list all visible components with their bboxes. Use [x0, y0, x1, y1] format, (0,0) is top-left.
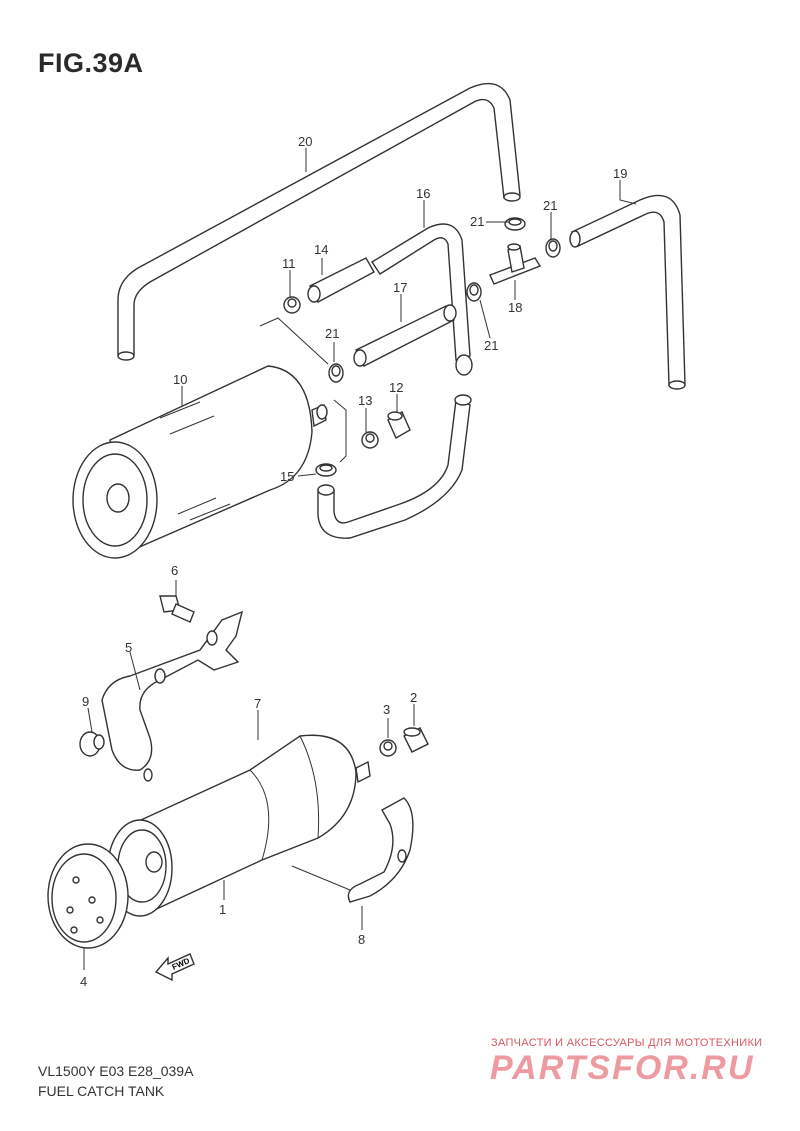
callout-12: 12 [389, 380, 403, 395]
clamp-21-left [328, 363, 344, 383]
clamp-15 [315, 463, 337, 477]
figure-title: FIG.39A [38, 48, 144, 78]
callout-11: 11 [282, 256, 296, 271]
callout-13: 13 [358, 393, 372, 408]
callout-1: 1 [219, 902, 226, 917]
callout-9: 9 [82, 694, 89, 709]
fitting-12 [387, 411, 411, 439]
hose-14 [307, 257, 375, 303]
callout-21-top: 21 [470, 214, 484, 229]
callout-8: 8 [358, 932, 365, 947]
callout-21-mid: 21 [484, 338, 498, 353]
callout-21-left: 21 [325, 326, 339, 341]
callout-20: 20 [298, 134, 312, 149]
callout-10: 10 [173, 372, 187, 387]
clamp-11 [283, 296, 301, 314]
callout-14: 14 [314, 242, 328, 257]
leader-lines [83, 148, 637, 970]
watermark-tagline: ЗАПЧАСТИ И АКСЕССУАРЫ ДЛЯ МОТОТЕХНИКИ [491, 1037, 763, 1049]
bracket-5 [101, 610, 244, 782]
callout-15: 15 [280, 469, 294, 484]
t-joint-18 [489, 243, 542, 285]
canister-1 [107, 734, 371, 917]
clamp-21-right [545, 238, 561, 258]
callout-16: 16 [416, 186, 430, 201]
fitting-2 [403, 727, 429, 753]
callout-labels: 20 19 16 21 21 14 11 17 18 21 21 10 12 1… [80, 134, 627, 989]
hose-15-assembly [317, 394, 472, 539]
model-code: VL1500Y E03 E28_039A [38, 1063, 194, 1079]
callout-3: 3 [383, 702, 390, 717]
hose-19 [569, 194, 686, 390]
callout-2: 2 [410, 690, 417, 705]
fwd-arrow-icon: FWD [154, 953, 195, 982]
callout-6: 6 [171, 563, 178, 578]
hose-20 [117, 82, 521, 361]
bolt-6 [159, 595, 195, 623]
callout-21-right: 21 [543, 198, 557, 213]
callout-7: 7 [254, 696, 261, 711]
callout-19: 19 [613, 166, 627, 181]
grommet-9 [79, 731, 105, 757]
clamp-13 [361, 431, 379, 449]
section-name: FUEL CATCH TANK [38, 1083, 165, 1099]
callout-18: 18 [508, 300, 522, 315]
clamp-21-top [504, 217, 526, 231]
callout-5: 5 [125, 640, 132, 655]
hose-16 [371, 223, 473, 376]
clamp-21-mid [466, 282, 482, 302]
callout-17: 17 [393, 280, 407, 295]
hose-17 [353, 304, 457, 367]
clamp-3 [379, 739, 397, 757]
watermark-brand: PARTSFOR.RU [490, 1049, 755, 1087]
callout-4: 4 [80, 974, 87, 989]
end-cap-4 [47, 843, 129, 949]
canister-10 [72, 365, 328, 559]
bracket-8 [347, 797, 414, 903]
